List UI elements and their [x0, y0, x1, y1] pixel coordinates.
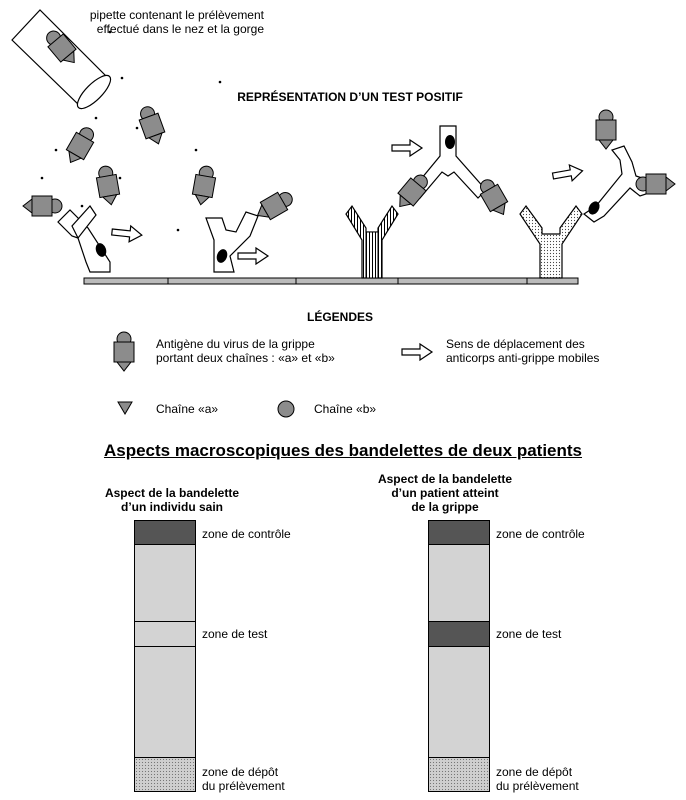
strip2-control-zone	[429, 521, 489, 545]
legend-chain-a-label: Chaîne «a»	[156, 402, 219, 416]
strip1-heading-line2: d’un individu sain	[121, 500, 223, 514]
strip1-heading: Aspect de la bandelette d’un individu sa…	[80, 486, 264, 514]
legend-arrow-text: Sens de déplacement des anticorps anti-g…	[446, 337, 599, 365]
strip1-control-zone	[135, 521, 195, 545]
fixed-antibody-test-zone	[345, 204, 399, 279]
strip2-heading-line1: Aspect de la bandelette	[377, 472, 513, 486]
strip2-control-label: zone de contrôle	[496, 527, 585, 541]
strip2-deposit-zone	[429, 757, 489, 791]
arrow-icon-4	[551, 162, 585, 185]
legend-antigen-line2: portant deux chaînes : «a» et «b»	[156, 351, 335, 365]
strip2-deposit-line1: zone de dépôt	[496, 765, 573, 779]
bound-antigen-2b	[252, 186, 297, 225]
strip2-heading: Aspect de la bandelette d’un patient att…	[360, 472, 530, 514]
strip-base	[83, 277, 579, 285]
bound-antigen-4a	[595, 109, 617, 150]
strip1-control-label: zone de contrôle	[202, 527, 291, 541]
arrow-icon-1	[110, 223, 144, 244]
legend-chain-b-icon	[277, 400, 295, 418]
bound-antigen-4b	[635, 173, 676, 195]
strip1-deposit-zone	[135, 757, 195, 791]
legend-arrow-icon	[401, 343, 433, 361]
arrow-icon-2	[237, 247, 269, 265]
arrow-icon-3	[391, 139, 423, 157]
legend-antigen-text: Antigène du virus de la grippe portant d…	[156, 337, 335, 365]
legend-chain-a-icon	[117, 401, 133, 415]
legend-arrow-line1: Sens de déplacement des	[446, 337, 585, 351]
strip1-heading-line1: Aspect de la bandelette	[104, 486, 240, 500]
strip2-test-zone	[429, 621, 489, 647]
strip2-heading-line2: d’un patient atteint	[391, 486, 499, 500]
bound-antigen-1b	[94, 164, 122, 207]
pipette-caption: pipette contenant le prélèvement effectu…	[60, 8, 264, 36]
mobile-antibody-1	[57, 205, 111, 273]
mobile-antibody-4	[582, 145, 653, 223]
strip2-heading-line3: de la grippe	[411, 500, 479, 514]
free-antigen-2	[135, 103, 169, 148]
strip-flu-patient	[428, 520, 490, 792]
strip2-deposit-line2: du prélèvement	[496, 779, 579, 793]
sample-particles	[40, 30, 222, 232]
legend-antigen-icon	[113, 331, 135, 372]
bound-antigen-3b	[474, 175, 513, 220]
pipette-caption-line2: effectué dans le nez et la gorge	[96, 22, 264, 36]
bound-antigen-2a	[190, 164, 218, 207]
section-title: Aspects macroscopiques des bandelettes d…	[103, 441, 583, 460]
bound-antigen-1a	[22, 195, 63, 217]
legend-title: LÉGENDES	[306, 310, 373, 324]
strip1-test-zone	[135, 621, 195, 647]
strip2-test-label: zone de test	[496, 627, 562, 641]
diagram-title: REPRÉSENTATION D’UN TEST POSITIF	[237, 90, 463, 104]
fixed-antibody-control-zone	[519, 204, 583, 279]
strip1-deposit-line2: du prélèvement	[202, 779, 285, 793]
legend-antigen-line1: Antigène du virus de la grippe	[156, 337, 315, 351]
strip1-deposit-label: zone de dépôt du prélèvement	[202, 765, 285, 793]
legend-arrow-line2: anticorps anti-grippe mobiles	[446, 351, 600, 365]
strip-healthy	[134, 520, 196, 792]
mobile-antibody-2	[205, 211, 259, 273]
strip2-deposit-label: zone de dépôt du prélèvement	[496, 765, 579, 793]
pipette-caption-line1: pipette contenant le prélèvement	[89, 8, 264, 22]
pipette	[11, 9, 112, 110]
strip1-deposit-line1: zone de dépôt	[202, 765, 279, 779]
strip1-test-label: zone de test	[202, 627, 268, 641]
free-antigen-1	[61, 123, 100, 168]
legend-chain-b-label: Chaîne «b»	[314, 402, 377, 416]
